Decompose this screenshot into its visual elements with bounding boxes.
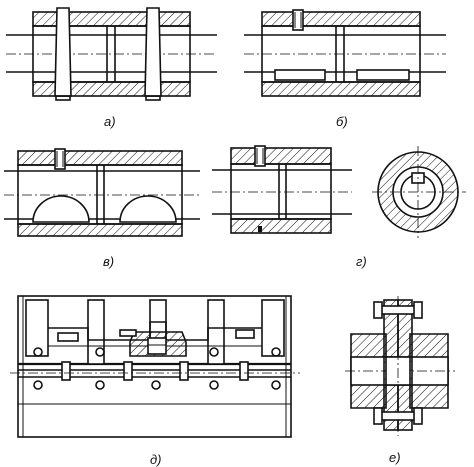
figure-v-segment-key-coupling: в) [4,148,200,269]
rail-bolts [33,347,281,390]
cross-section-view [372,146,466,238]
label-a: а) [104,114,116,129]
set-screw-b [292,9,304,31]
taper-pin-left [54,7,72,101]
figure-a-pinned-sleeve-coupling: а) [6,7,217,129]
key-left [274,69,326,81]
figure-b-keyed-sleeve-coupling: б) [244,9,446,129]
label-b: б) [336,114,348,129]
label-e: е) [389,450,401,465]
set-screw-v [54,148,66,170]
set-screw-g [254,145,266,167]
figure-g-sleeve-with-section: г) [212,145,466,269]
segment-key-right [119,195,177,223]
label-v: в) [103,254,114,269]
label-g: г) [356,254,367,269]
key-right [356,69,410,81]
taper-pin-right [144,7,162,101]
flange-bolt-bottom [373,407,423,425]
key-mark-g [258,226,262,232]
figure-d-bolted-assembly: д) [10,295,300,467]
figure-e-flange-coupling: е) [345,296,455,465]
flange-bolt-top [373,301,423,319]
segment-key-left [32,195,90,223]
label-d: д) [150,452,162,467]
